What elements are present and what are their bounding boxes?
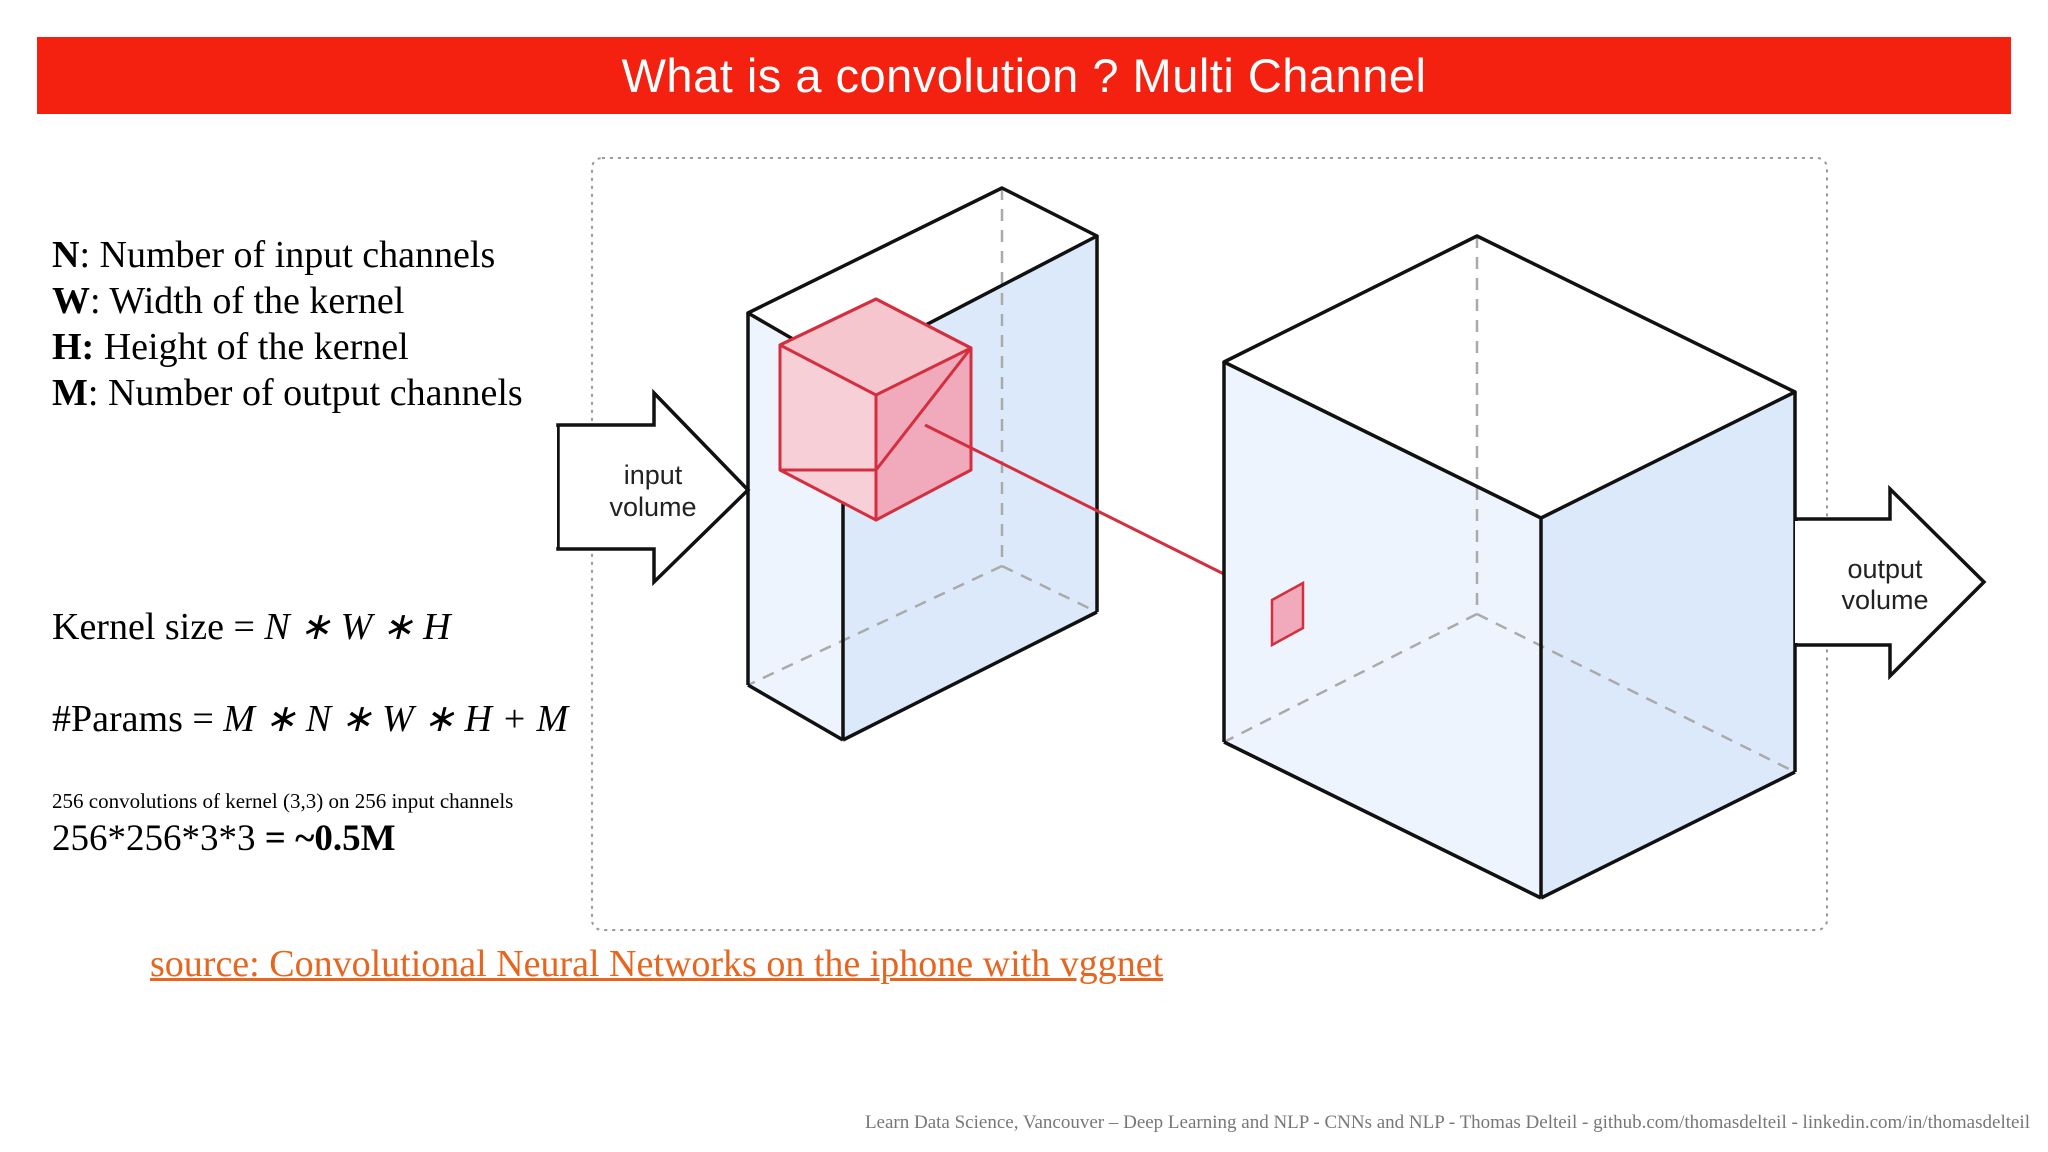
input-label-line2: volume xyxy=(609,492,696,522)
definition-text: Height of the kernel xyxy=(94,326,409,368)
definition-n: N: Number of input channels xyxy=(52,232,523,278)
slide-title: What is a convolution ? Multi Channel xyxy=(621,49,1427,102)
output-volume-top xyxy=(1224,236,1795,518)
source-link[interactable]: source: Convolutional Neural Networks on… xyxy=(150,943,1164,985)
output-arrow: output volume xyxy=(1794,484,1987,681)
example-calculation: 256*256*3*3 = ~0.5M xyxy=(52,817,396,860)
params-expression: M ∗ N ∗ W ∗ H + M xyxy=(223,698,569,740)
example-result: = ~0.5M xyxy=(255,818,396,859)
definition-symbol: H: xyxy=(52,326,95,368)
params-formula: #Params = M ∗ N ∗ W ∗ H + M xyxy=(52,696,568,741)
output-label-line2: volume xyxy=(1841,585,1928,615)
kernel-size-formula: Kernel size = N ∗ W ∗ H xyxy=(52,604,451,649)
example-calc: 256*256*3*3 xyxy=(52,818,256,859)
definition-sep: : xyxy=(87,372,99,414)
kernel-size-label: Kernel size = xyxy=(52,606,265,648)
footer-credits: Learn Data Science, Vancouver – Deep Lea… xyxy=(864,1112,2030,1133)
input-label-line1: input xyxy=(624,460,683,490)
definitions-list: N: Number of input channels W: Width of … xyxy=(52,232,523,416)
output-volume-front xyxy=(1224,362,1541,898)
title-bar: What is a convolution ? Multi Channel xyxy=(37,37,2011,114)
definition-symbol: N xyxy=(52,234,80,276)
definition-symbol: W xyxy=(52,280,90,322)
output-pixel xyxy=(1270,580,1305,648)
output-volume xyxy=(1222,234,1797,900)
definition-w: W: Width of the kernel xyxy=(52,278,523,324)
output-label-line1: output xyxy=(1847,554,1923,584)
output-volume-side xyxy=(1541,392,1795,898)
definition-symbol: M xyxy=(52,372,88,414)
definition-h: H: Height of the kernel xyxy=(52,324,523,370)
input-arrow: input volume xyxy=(540,388,751,587)
params-label: #Params = xyxy=(52,698,224,740)
definition-m: M: Number of output channels xyxy=(52,370,523,416)
definition-sep: : xyxy=(79,234,91,276)
definition-text: Width of the kernel xyxy=(100,280,405,322)
example-note: 256 convolutions of kernel (3,3) on 256 … xyxy=(52,789,514,813)
definition-text: Number of output channels xyxy=(98,372,523,414)
kernel-size-expression: N ∗ W ∗ H xyxy=(264,606,451,648)
definition-sep: : xyxy=(90,280,101,322)
definition-text: Number of input channels xyxy=(90,234,496,276)
kernel-cube xyxy=(778,297,973,522)
